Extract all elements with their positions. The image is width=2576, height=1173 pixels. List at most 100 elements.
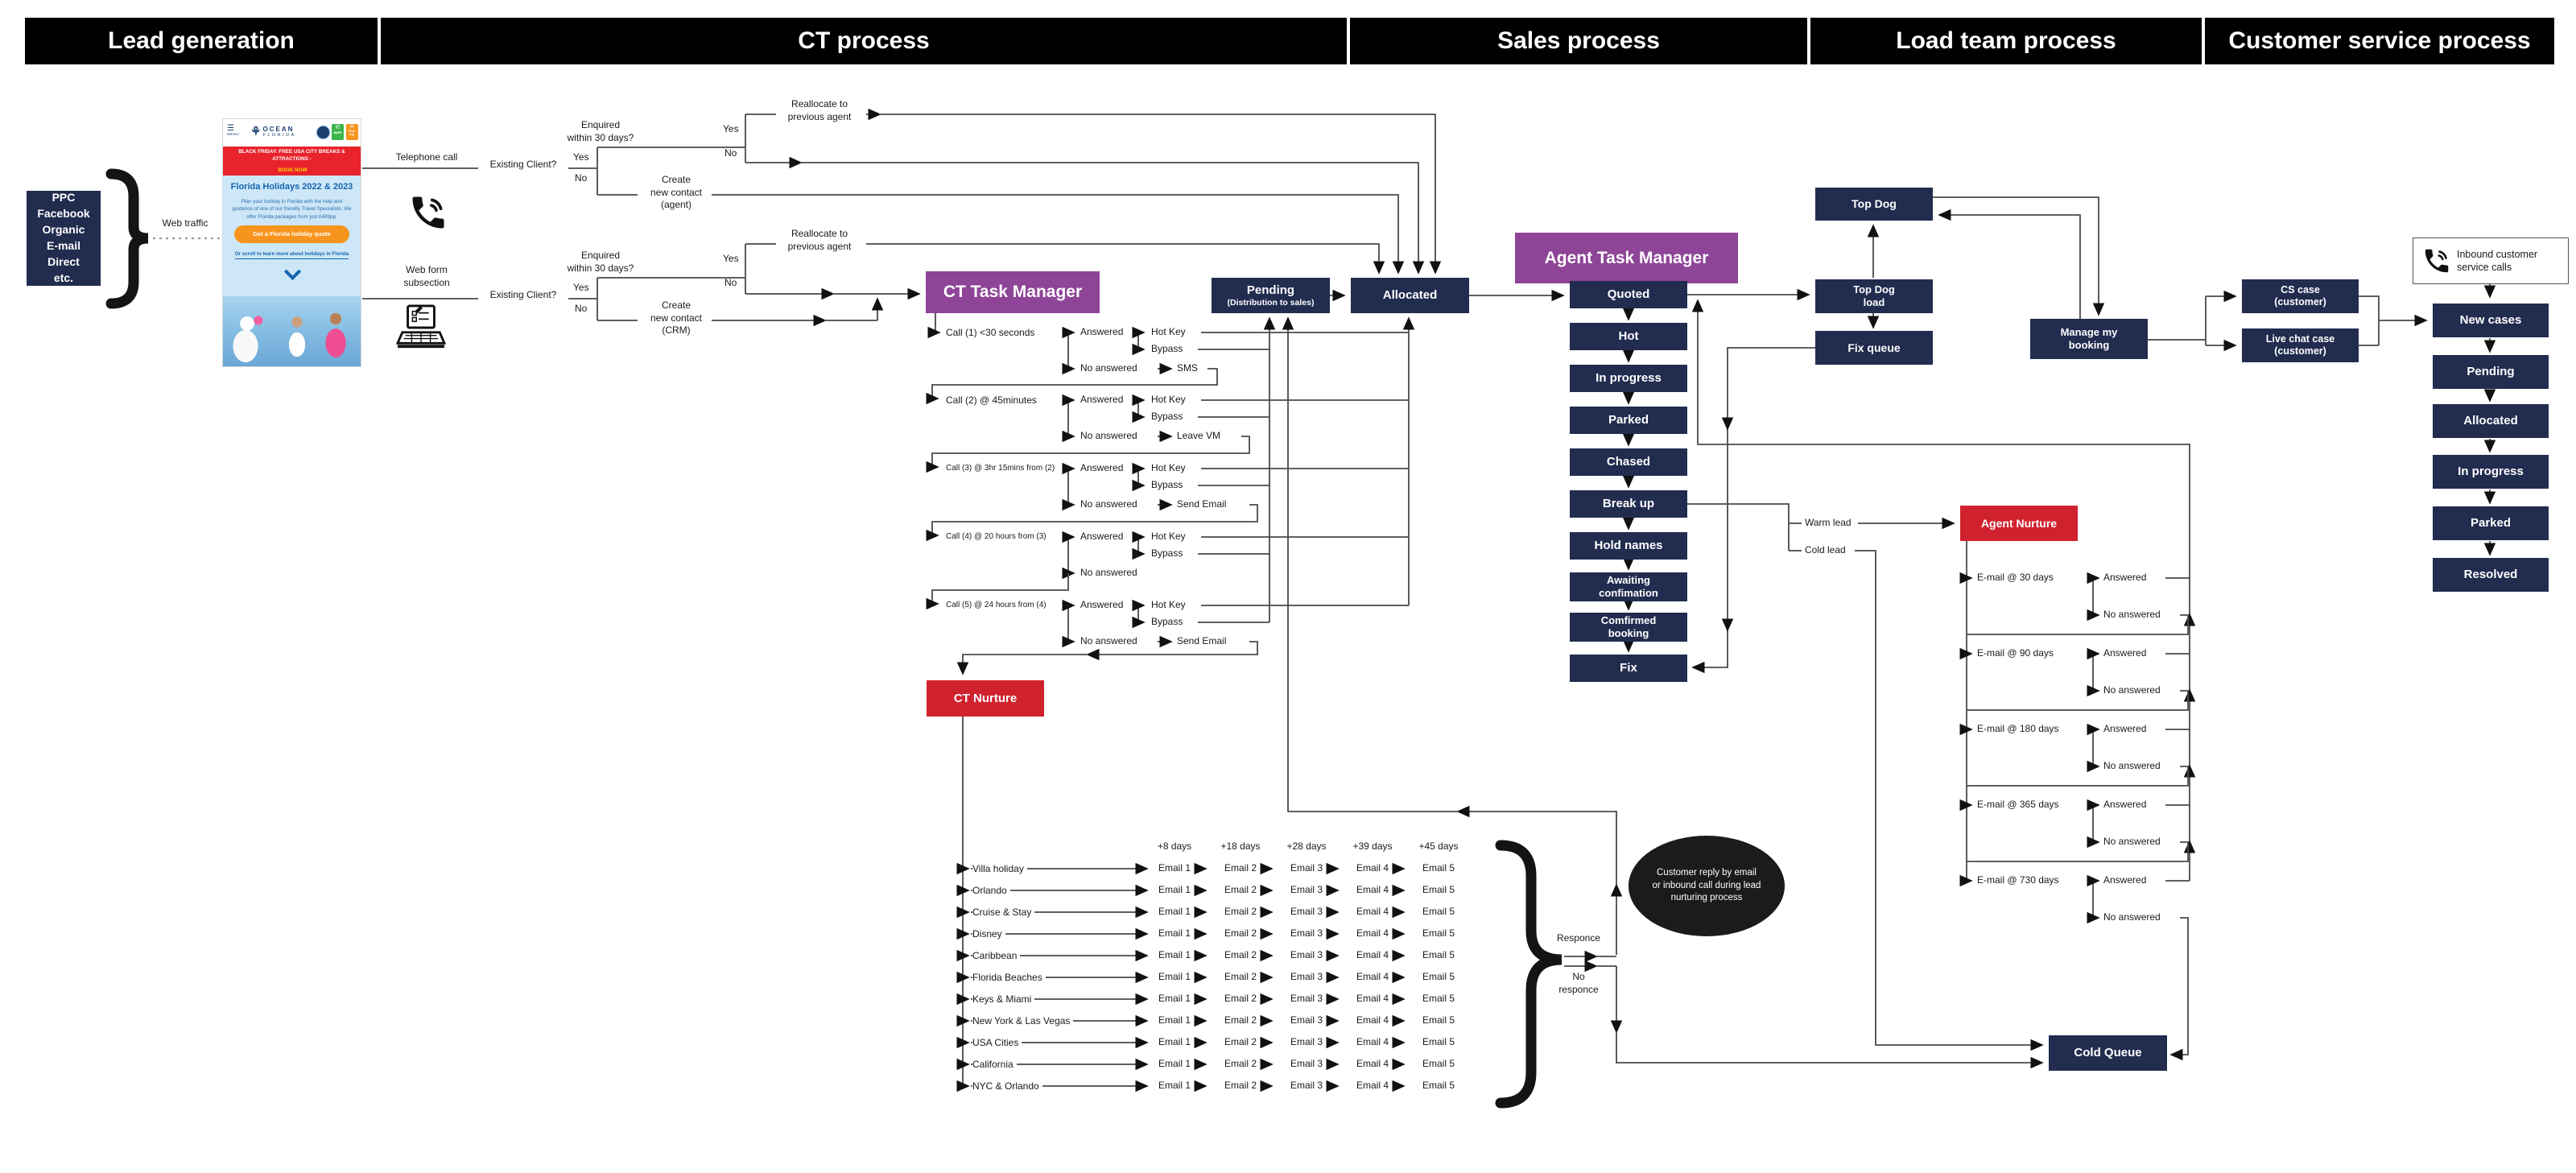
grid-category-label: Disney bbox=[972, 927, 1005, 940]
grid-email-cell: Email 5 bbox=[1422, 993, 1455, 1004]
grid-email-cell: Email 1 bbox=[1158, 949, 1191, 960]
grid-email-cell: Email 5 bbox=[1422, 927, 1455, 939]
ct-task-manager-box: CT Task Manager bbox=[926, 271, 1100, 313]
top-dog-label: Top Dog bbox=[1852, 197, 1897, 211]
cs-stage-in-progress: In progress bbox=[2433, 455, 2549, 489]
web-traffic-label: Web traffic bbox=[162, 217, 208, 229]
grid-email-cell: Email 3 bbox=[1290, 1058, 1323, 1069]
grid-email-cell: Email 1 bbox=[1158, 1080, 1191, 1091]
no-label: No bbox=[724, 147, 737, 159]
grid-email-cell: Email 2 bbox=[1224, 1014, 1257, 1026]
grid-category-label: Orlando bbox=[972, 884, 1010, 897]
cs-case-box: CS case (customer) bbox=[2242, 279, 2359, 313]
nurture-email-label: E-mail @ 180 days bbox=[1977, 723, 2059, 734]
menu-label: MENU bbox=[227, 132, 240, 136]
top-dog-load-label: Top Dog load bbox=[1853, 283, 1895, 308]
nurture-email-label: E-mail @ 730 days bbox=[1977, 874, 2059, 886]
yes-label: Yes bbox=[723, 253, 739, 264]
grid-email-cell: Email 3 bbox=[1290, 1014, 1323, 1026]
grid-brace bbox=[1495, 840, 1563, 1109]
enquired-label-web: Enquired within 30 days? bbox=[567, 250, 634, 274]
grid-email-cell: Email 5 bbox=[1422, 971, 1455, 982]
lane-customer-service-process: Customer service process bbox=[2205, 18, 2554, 64]
chevron-down-icon[interactable] bbox=[283, 262, 302, 281]
grid-email-cell: Email 4 bbox=[1356, 862, 1389, 874]
enquired-label-tel: Enquired within 30 days? bbox=[567, 119, 634, 143]
no-responce-label: No responce bbox=[1558, 971, 1599, 995]
grid-day-header: +45 days bbox=[1418, 841, 1459, 852]
fallback-label: Leave VM bbox=[1177, 430, 1221, 441]
yes-label: Yes bbox=[573, 282, 589, 293]
sales-stage-break-up: Break up bbox=[1570, 490, 1687, 518]
scroll-link-text: Or scroll to learn more about holidays i… bbox=[234, 251, 349, 259]
open-button[interactable]: ✆open bbox=[332, 124, 344, 140]
menu-icon[interactable]: ☰MENU bbox=[227, 124, 240, 136]
answered-label: Answered bbox=[2103, 723, 2147, 734]
lane-ct-process: CT process bbox=[381, 18, 1347, 64]
grid-email-cell: Email 4 bbox=[1356, 993, 1389, 1004]
grid-email-cell: Email 5 bbox=[1422, 1014, 1455, 1026]
grid-email-cell: Email 4 bbox=[1356, 949, 1389, 960]
pending-title: Pending bbox=[1246, 283, 1295, 297]
answered-label: Answered bbox=[2103, 799, 2147, 810]
plan-trip-label: Plan trip bbox=[348, 129, 356, 137]
sales-stage-in-progress: In progress bbox=[1570, 365, 1687, 392]
grid-email-cell: Email 1 bbox=[1158, 1014, 1191, 1026]
site-round-badge bbox=[316, 126, 330, 139]
allocated-box: Allocated bbox=[1351, 278, 1469, 313]
call-label: Call (4) @ 20 hours from (3) bbox=[946, 532, 1046, 541]
no-answered-label: No answered bbox=[1080, 430, 1137, 441]
grid-email-cell: Email 4 bbox=[1356, 1080, 1389, 1091]
logo-mark-icon: ⚘ bbox=[250, 125, 262, 138]
no-answered-label: No answered bbox=[2103, 911, 2161, 923]
reallocate-label-web: Reallocate to previous agent bbox=[787, 228, 852, 252]
grid-day-header: +28 days bbox=[1286, 841, 1327, 852]
grid-category-label: Cruise & Stay bbox=[972, 906, 1035, 919]
banner-cta[interactable]: BOOK NOW bbox=[278, 167, 308, 173]
bypass-label: Bypass bbox=[1151, 343, 1183, 354]
grid-category-label: California bbox=[972, 1058, 1017, 1071]
no-label: No bbox=[575, 172, 588, 184]
ct-nurture-label: CT Nurture bbox=[953, 692, 1018, 705]
grid-email-cell: Email 5 bbox=[1422, 862, 1455, 874]
grid-email-cell: Email 2 bbox=[1224, 927, 1257, 939]
site-photo bbox=[223, 296, 361, 366]
agent-task-manager-label: Agent Task Manager bbox=[1544, 248, 1709, 267]
logo-line1: OCEAN bbox=[262, 125, 295, 133]
cold-lead-label: Cold lead bbox=[1805, 544, 1846, 556]
cs-stage-allocated: Allocated bbox=[2433, 404, 2549, 438]
hot-key-label: Hot Key bbox=[1151, 599, 1186, 610]
site-cta-button[interactable]: Get a Florida holiday quote bbox=[234, 225, 349, 243]
site-body-text: Plan your holiday in Florida with the he… bbox=[232, 199, 352, 220]
site-title: Florida Holidays 2022 & 2023 bbox=[230, 182, 353, 192]
grid-email-cell: Email 2 bbox=[1224, 862, 1257, 874]
lane-label: Load team process bbox=[1896, 27, 2116, 54]
lead-sources-text: PPC Facebook Organic E-mail Direct etc. bbox=[37, 191, 90, 284]
grid-category-label: Keys & Miami bbox=[972, 993, 1035, 1006]
sales-stage-comfirmed: Comfirmed booking bbox=[1570, 613, 1687, 642]
reallocate-label-tel: Reallocate to previous agent bbox=[787, 98, 852, 122]
open-label: open bbox=[333, 130, 342, 134]
create-contact-crm-label: Create new contact (CRM) bbox=[650, 299, 703, 337]
plan-trip-button[interactable]: ✉Plan trip bbox=[345, 124, 358, 140]
lane-lead-generation: Lead generation bbox=[25, 18, 378, 64]
grid-email-cell: Email 5 bbox=[1422, 1080, 1455, 1091]
site-banner: BLACK FRIDAY: FREE USA CITY BREAKS & ATT… bbox=[223, 147, 361, 176]
cs-stage-pending: Pending bbox=[2433, 355, 2549, 389]
fallback-label: Send Email bbox=[1177, 635, 1227, 646]
grid-email-cell: Email 2 bbox=[1224, 949, 1257, 960]
bypass-label: Bypass bbox=[1151, 411, 1183, 422]
lane-label: Sales process bbox=[1497, 27, 1660, 54]
grid-email-cell: Email 4 bbox=[1356, 906, 1389, 917]
grid-email-cell: Email 1 bbox=[1158, 862, 1191, 874]
hot-key-label: Hot Key bbox=[1151, 462, 1186, 473]
no-answered-label: No answered bbox=[1080, 362, 1137, 374]
grid-email-cell: Email 1 bbox=[1158, 927, 1191, 939]
sales-stage-chased: Chased bbox=[1570, 448, 1687, 476]
grid-email-cell: Email 2 bbox=[1224, 1058, 1257, 1069]
cs-stage-parked: Parked bbox=[2433, 506, 2549, 540]
sales-stage-hold-names: Hold names bbox=[1570, 532, 1687, 560]
grid-email-cell: Email 3 bbox=[1290, 884, 1323, 895]
site-scroll-link[interactable]: Or scroll to learn more about holidays i… bbox=[223, 251, 361, 259]
